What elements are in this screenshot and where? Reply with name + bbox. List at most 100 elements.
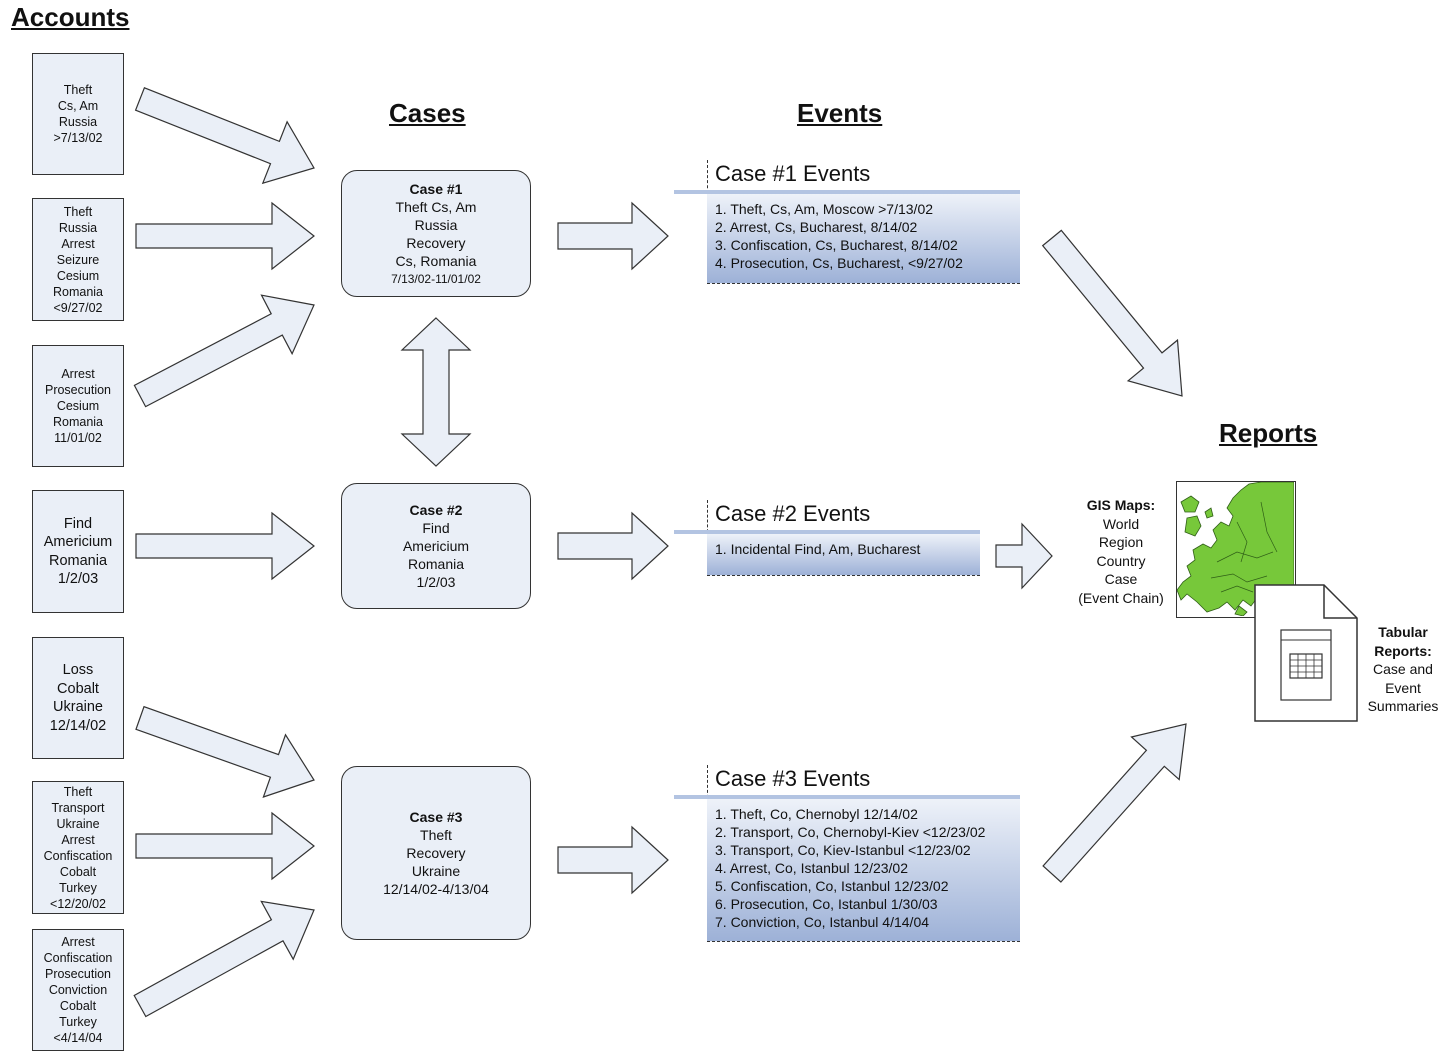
gis-maps-line: World — [1102, 515, 1140, 532]
events-list: 1. Theft, Co, Chernobyl 12/14/02 2. Tran… — [707, 799, 1020, 942]
case-title: Case #1 — [409, 180, 463, 197]
gis-maps-line: (Event Chain) — [1078, 589, 1164, 606]
case-date: 7/13/02-11/01/02 — [391, 271, 481, 286]
gis-maps-line: Case — [1104, 571, 1138, 587]
case-3-events-panel: Case #3 Events 1. Theft, Co, Chernobyl 1… — [674, 765, 1022, 943]
account-line: <12/20/02 — [50, 896, 106, 911]
account-line: Ukraine — [56, 816, 100, 831]
account-line: Confiscation — [43, 951, 113, 965]
event-item: 7. Conviction, Co, Istanbul 4/14/04 — [715, 914, 930, 930]
account-line: Russia — [58, 220, 98, 235]
case-line: Romania — [407, 556, 465, 572]
account-box-7: Arrest Confiscation Prosecution Convicti… — [32, 929, 124, 1051]
arrow-account-6-to-case-3 — [135, 811, 315, 881]
gis-maps-line: Region — [1098, 534, 1144, 550]
account-line: Russia — [58, 115, 98, 129]
case-line: Ukraine — [411, 863, 461, 879]
account-line: >7/13/02 — [53, 131, 103, 145]
case-box-3: Case #3 Theft Recovery Ukraine 12/14/02-… — [341, 766, 531, 940]
arrow-account-4-to-case-2 — [135, 511, 315, 581]
arrow-case-2-to-events — [557, 511, 669, 581]
case-2-events-panel: Case #2 Events 1. Incidental Find, Am, B… — [674, 500, 982, 578]
event-item: 4. Arrest, Co, Istanbul 12/23/02 — [715, 860, 909, 876]
account-line: Romania — [48, 552, 108, 569]
events-title: Case #1 Events — [715, 161, 871, 186]
account-line: Prosecution — [44, 967, 111, 981]
arrow-case-3-events-to-reports — [1042, 723, 1187, 883]
reports-heading: Reports — [1219, 418, 1318, 448]
events-heading: Events — [797, 98, 883, 128]
case-line: Cs, Romania — [395, 252, 477, 269]
account-box-5: Loss Cobalt Ukraine 12/14/02 — [32, 637, 124, 759]
account-line: Seizure — [56, 252, 100, 267]
account-line: Arrest — [61, 367, 95, 381]
case-line: Recovery — [406, 234, 466, 251]
account-line: Find — [63, 515, 93, 532]
case-line: 1/2/03 — [416, 574, 456, 590]
account-line: Prosecution — [44, 383, 111, 397]
case-line: Recovery — [406, 845, 466, 861]
accounts-heading: Accounts — [11, 2, 130, 32]
case-title: Case #2 — [409, 502, 463, 518]
arrow-account-1-to-case-1 — [134, 87, 315, 185]
gis-maps-title: GIS Maps: — [1086, 497, 1156, 513]
account-line: Confiscation — [43, 848, 113, 863]
arrow-account-3-to-case-1 — [133, 294, 315, 408]
account-line: Loss — [62, 662, 94, 678]
tabular-reports-line: Case and — [1373, 661, 1433, 677]
account-line: Cobalt — [59, 864, 97, 879]
events-list: 1. Theft, Cs, Am, Moscow >7/13/02 2. Arr… — [707, 194, 1020, 284]
tabular-reports-label: Tabular Reports: Case and Event Summarie… — [1360, 623, 1446, 716]
account-line: Theft — [63, 204, 93, 219]
event-item: 1. Incidental Find, Am, Bucharest — [715, 541, 921, 557]
account-line: Cs, Am — [57, 99, 99, 113]
tabular-reports-line: Summaries — [1367, 698, 1439, 714]
account-line: Theft — [63, 83, 93, 97]
europe-map-graphic — [1177, 482, 1295, 617]
account-line: Cesium — [56, 268, 100, 283]
account-line: Arrest — [61, 935, 95, 949]
case-box-1: Case #1 Theft Cs, Am Russia Recovery Cs,… — [341, 170, 531, 297]
arrow-case-3-to-events — [557, 825, 669, 895]
account-line: Theft — [63, 784, 93, 799]
account-box-2: Theft Russia Arrest Seizure Cesium Roman… — [32, 198, 124, 321]
case-line: Theft — [420, 827, 452, 843]
account-line: Cobalt — [59, 999, 97, 1013]
case-1-events-panel: Case #1 Events 1. Theft, Cs, Am, Moscow … — [674, 160, 1022, 285]
account-line: 1/2/03 — [57, 571, 99, 587]
account-line: Ukraine — [53, 699, 103, 715]
event-item: 2. Arrest, Cs, Bucharest, 8/14/02 — [715, 219, 918, 235]
tabular-report-document-icon — [1254, 584, 1358, 722]
tabular-reports-title: Reports: — [1374, 642, 1432, 659]
account-line: Cesium — [56, 399, 100, 413]
event-item: 4. Prosecution, Cs, Bucharest, <9/27/02 — [715, 255, 963, 271]
tabular-reports-title: Tabular — [1378, 624, 1428, 640]
account-line: 12/14/02 — [49, 717, 107, 734]
account-line: Arrest — [61, 832, 95, 847]
account-line: Americium — [43, 534, 113, 550]
events-title: Case #3 Events — [715, 766, 871, 791]
case-line: Find — [422, 520, 450, 536]
event-item: 1. Theft, Co, Chernobyl 12/14/02 — [715, 806, 918, 822]
events-rule — [674, 190, 1020, 194]
tabular-reports-line: Event — [1385, 679, 1421, 696]
case-line: 12/14/02-4/13/04 — [383, 881, 489, 897]
account-line: 11/01/02 — [54, 431, 102, 445]
event-item: 3. Transport, Co, Kiev-Istanbul <12/23/0… — [715, 842, 971, 858]
account-box-6: Theft Transport Ukraine Arrest Confiscat… — [32, 781, 124, 914]
case-box-2: Case #2 Find Americium Romania 1/2/03 — [341, 483, 531, 609]
account-line: Turkey — [59, 880, 97, 895]
case-line: Americium — [402, 538, 470, 554]
event-item: 3. Confiscation, Cs, Bucharest, 8/14/02 — [715, 237, 958, 253]
document-graphic — [1254, 584, 1358, 722]
event-item: 1. Theft, Cs, Am, Moscow >7/13/02 — [715, 201, 934, 217]
arrow-case-1-to-events — [557, 201, 669, 271]
events-list: 1. Incidental Find, Am, Bucharest — [707, 534, 980, 576]
events-rule — [674, 795, 1020, 799]
events-rule — [674, 530, 980, 534]
event-item: 6. Prosecution, Co, Istanbul 1/30/03 — [715, 896, 938, 912]
arrow-account-7-to-case-3 — [133, 900, 315, 1018]
arrow-case-1-case-2-link — [400, 317, 472, 467]
arrow-case-2-events-to-reports — [995, 522, 1053, 590]
